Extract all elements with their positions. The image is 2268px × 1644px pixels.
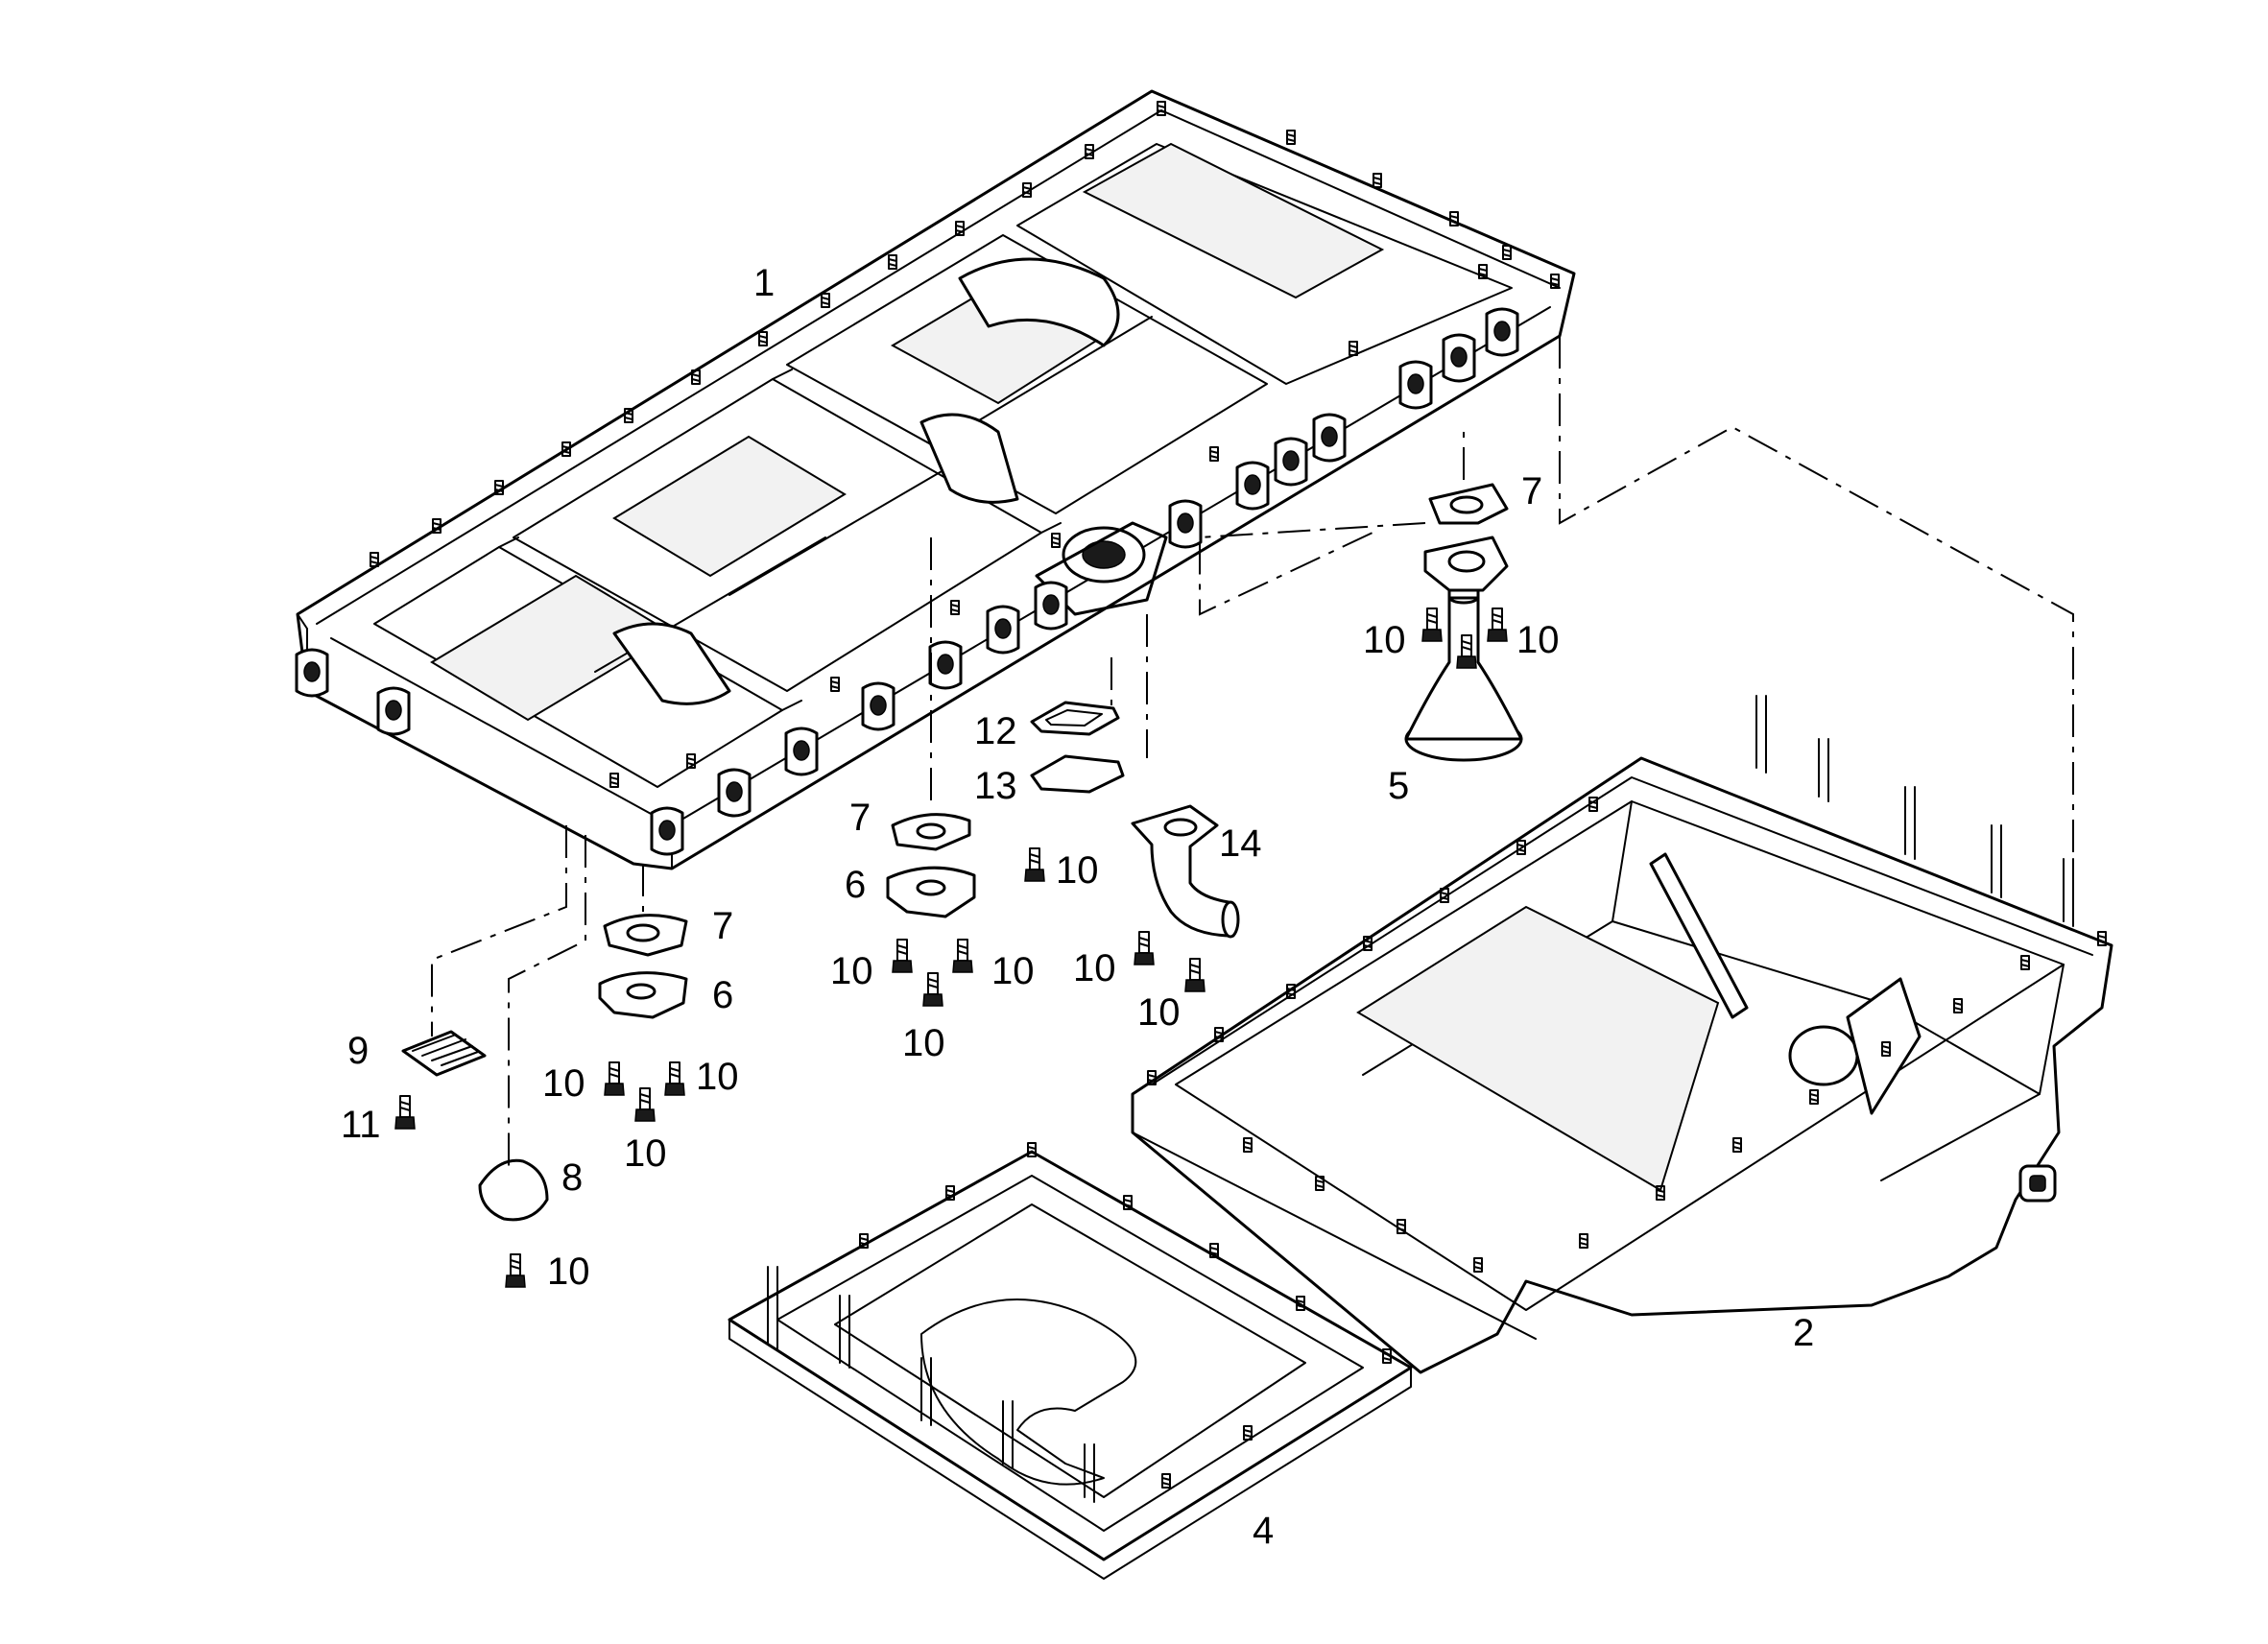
flange-part-6-middle	[886, 866, 976, 918]
callout-10-l: 10	[547, 1251, 590, 1293]
callout-10-d: 10	[830, 950, 873, 992]
callout-14: 14	[1219, 822, 1262, 865]
gasket-studs	[767, 1142, 1392, 1503]
callout-8: 8	[561, 1156, 583, 1199]
callout-10-a: 10	[1363, 619, 1406, 661]
callout-10-b: 10	[1516, 619, 1560, 661]
flange-part-6-upper	[1423, 536, 1509, 592]
callout-1: 1	[753, 262, 775, 304]
pan-long-studs	[1755, 695, 2074, 927]
callout-10-e: 10	[991, 950, 1035, 992]
leader-lines	[431, 336, 2074, 1166]
strainer-part-9	[401, 1030, 487, 1077]
flange-part-7-upper	[1428, 483, 1509, 525]
callout-5: 5	[1388, 765, 1409, 807]
callout-10-f: 10	[902, 1022, 945, 1064]
callout-4: 4	[1253, 1510, 1274, 1552]
callout-6-lower: 6	[712, 974, 733, 1016]
flange-part-7-lower	[603, 914, 688, 957]
callout-2: 2	[1793, 1312, 1814, 1354]
callout-7-middle: 7	[849, 797, 871, 839]
callout-10-h: 10	[1137, 991, 1181, 1034]
callout-10-i: 10	[542, 1062, 585, 1105]
callout-11: 11	[341, 1104, 381, 1146]
callout-9: 9	[347, 1030, 369, 1072]
flange-part-7-middle	[891, 813, 971, 851]
callout-10-j: 10	[696, 1056, 739, 1098]
oil-pan-part-2	[1131, 695, 2113, 1374]
elbow-part-14	[1131, 804, 1240, 939]
callout-10-c: 10	[1056, 849, 1099, 892]
callout-10-k: 10	[624, 1132, 667, 1175]
callout-7-lower: 7	[712, 905, 733, 947]
callout-7-upper: 7	[1521, 470, 1542, 512]
upper-frame-part-1	[295, 89, 1576, 870]
callout-13: 13	[974, 765, 1017, 807]
callout-10-g: 10	[1073, 947, 1116, 989]
gasket-frame-part-4	[728, 1142, 1413, 1580]
plate-part-8	[478, 1158, 549, 1222]
flange-part-6-lower	[598, 971, 688, 1019]
gasket-part-12	[1030, 701, 1120, 736]
callout-6-middle: 6	[845, 864, 866, 906]
callout-labels: 1 2 4 5 6 6 7 7 7 8 9 10 10 10 10 10 10 …	[341, 262, 1814, 1552]
cover-part-13	[1030, 754, 1125, 794]
callout-12: 12	[974, 710, 1017, 752]
